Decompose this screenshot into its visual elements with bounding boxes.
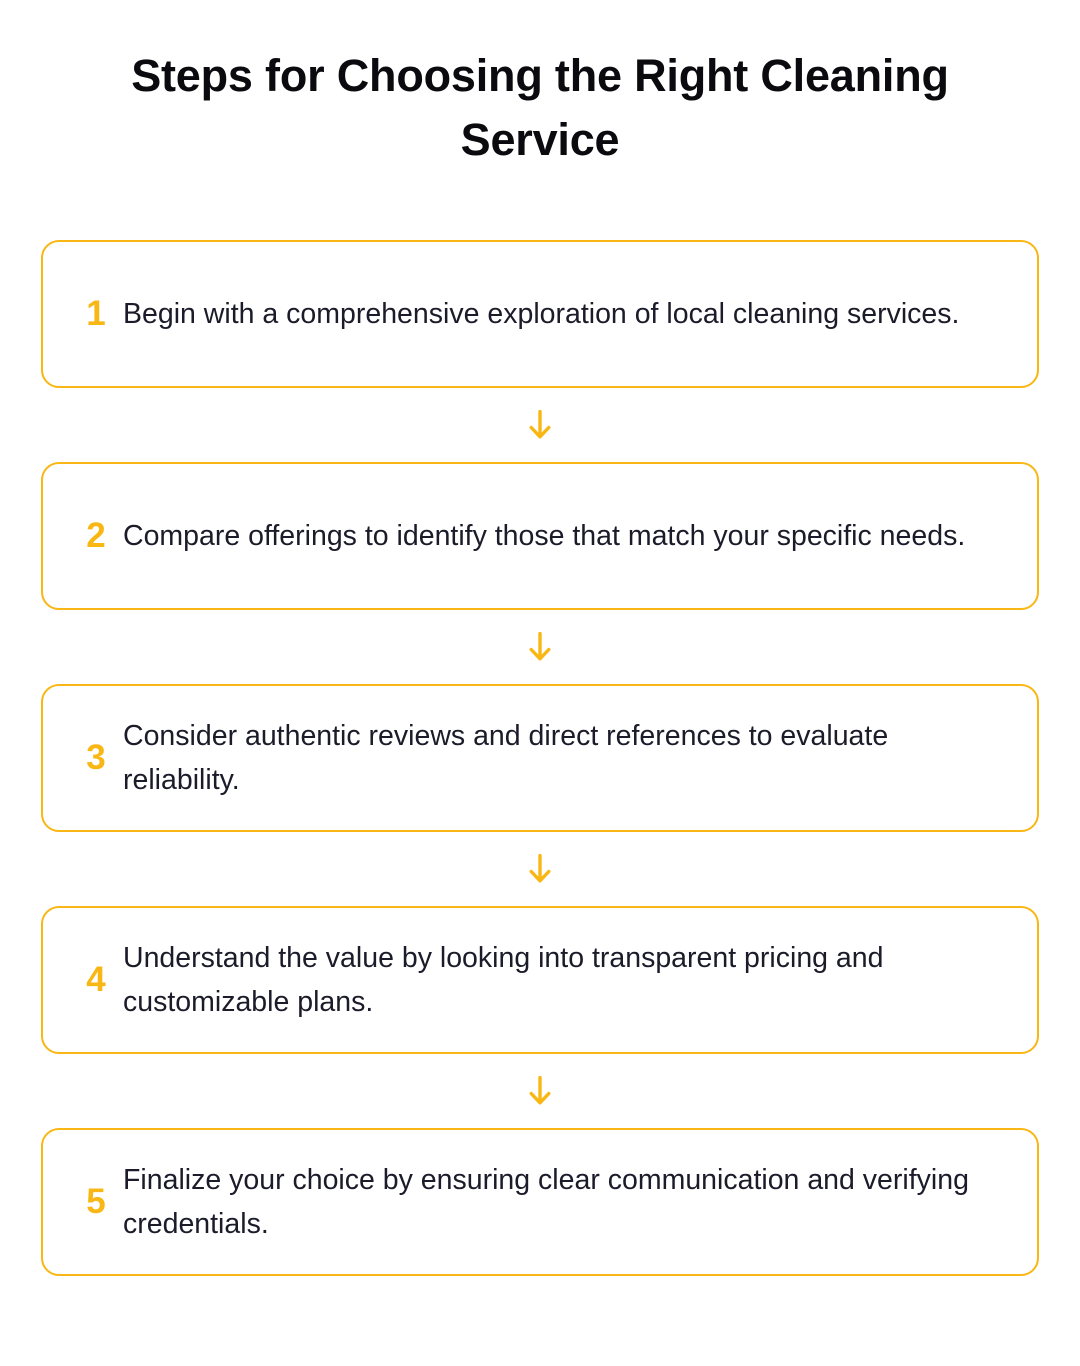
step-number-5: 5: [86, 1182, 106, 1222]
step-text-5: Finalize your choice by ensuring clear c…: [123, 1163, 969, 1240]
step-card-4: 4 Understand the value by looking into t…: [41, 905, 1039, 1054]
step-text-4: Understand the value by looking into tra…: [123, 941, 884, 1018]
title-section: Steps for Choosing the Right Cleaning Se…: [0, 0, 1080, 172]
step-text-3: Consider authentic reviews and direct re…: [123, 719, 889, 796]
arrow-down-icon: [527, 409, 553, 440]
connector-2-to-3: [41, 610, 1039, 684]
page-title: Steps for Choosing the Right Cleaning Se…: [131, 50, 949, 165]
step-number-1: 1: [86, 294, 106, 334]
connector-4-to-5: [41, 1054, 1039, 1128]
connector-1-to-2: [41, 388, 1039, 462]
step-card-1: 1 Begin with a comprehensive exploration…: [41, 239, 1039, 388]
arrow-down-icon: [527, 1075, 553, 1106]
arrow-down-icon: [527, 853, 553, 884]
step-card-3: 3 Consider authentic reviews and direct …: [41, 683, 1039, 832]
step-number-2: 2: [86, 516, 106, 556]
arrow-down-icon: [527, 631, 553, 662]
steps-list: 1 Begin with a comprehensive exploration…: [0, 239, 1080, 1276]
step-card-2: 2 Compare offerings to identify those th…: [41, 461, 1039, 610]
step-number-3: 3: [86, 738, 106, 778]
step-text-2: Compare offerings to identify those that…: [123, 519, 966, 552]
step-number-4: 4: [86, 960, 106, 1000]
connector-3-to-4: [41, 832, 1039, 906]
step-text-1: Begin with a comprehensive exploration o…: [123, 297, 960, 330]
step-card-5: 5 Finalize your choice by ensuring clear…: [41, 1127, 1039, 1276]
